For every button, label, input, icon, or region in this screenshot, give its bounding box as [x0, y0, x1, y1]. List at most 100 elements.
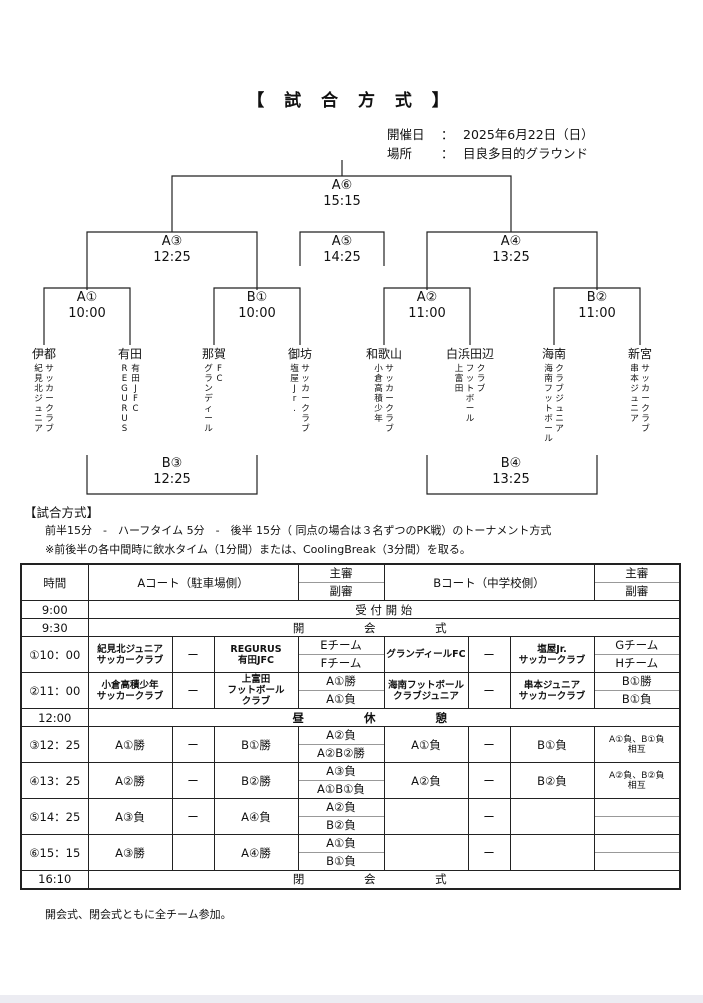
a-court-vs: ー: [171, 726, 215, 763]
match-time: ②11：00: [20, 672, 89, 709]
team-club-name: 紀見北ジュニアサッカークラブ: [24, 364, 64, 434]
b-court-vs: ー: [467, 636, 511, 673]
b-court-referees: A①負、B①負 相互: [593, 726, 681, 763]
team-name-column: クラブジュニア: [555, 364, 564, 434]
reception-text: 受 付 開 始: [87, 600, 681, 619]
header-row: 時間 Aコート（駐車場側） 主審副審 Bコート（中学校側） 主審副審: [20, 563, 681, 601]
assistant-referee: B②負: [326, 818, 356, 832]
team-name-column: 紀見北ジュニア: [34, 364, 43, 434]
b-court-referees: [593, 798, 681, 835]
b-court-vs: ー: [467, 726, 511, 763]
schedule-table: 時間 Aコート（駐車場側） 主審副審 Bコート（中学校側） 主審副審 9:00 …: [20, 563, 681, 890]
a-court-team-2: B①勝: [213, 726, 299, 763]
chief-referee: A③負: [299, 764, 383, 781]
match-time: ⑤14：25: [20, 798, 89, 835]
b-court-team-1: [383, 798, 469, 835]
b-court-team-2: [509, 834, 595, 871]
team-name-column: 串本ジュニア: [630, 364, 639, 424]
team-name-column: 海南フットボール: [544, 364, 553, 444]
a-court-vs: [171, 834, 215, 871]
bottom-bar: [0, 995, 703, 1003]
chief-referee: A②負: [299, 800, 383, 817]
chief-referee: A①勝: [299, 674, 383, 691]
date-value: 2025年6月22日（日）: [463, 127, 594, 142]
assistant-referee: B①負: [621, 692, 652, 706]
chief-referee: [595, 800, 679, 817]
b-court-referees: A②負、B②負 相互: [593, 762, 681, 799]
team-area-label: 新宮: [627, 347, 652, 361]
format-heading: 【試合方式】: [24, 505, 100, 520]
team-area-label: 白浜田辺: [445, 347, 494, 361]
team-name-column: フットボール: [465, 364, 475, 424]
b-court-team-1: [383, 834, 469, 871]
assistant-referee: Hチーム: [615, 656, 659, 670]
team-ito: 伊都紀見北ジュニアサッカークラブ: [24, 345, 64, 434]
team-name-column: 上富田: [454, 364, 464, 394]
opening-time: 9:30: [20, 618, 89, 637]
team-area-label: 海南: [541, 347, 566, 361]
team-shingu: 新宮串本ジュニアサッカークラブ: [620, 345, 660, 434]
assistant-referee: A②B②勝: [317, 746, 365, 760]
team-name-column: グランディール: [204, 364, 213, 434]
b-court-team-1: グランディールFC: [383, 636, 469, 673]
b-court-referees: [593, 834, 681, 871]
team-area-label: 和歌山: [365, 347, 402, 361]
b-court-vs: ー: [467, 672, 511, 709]
a-court-team-1: 紀見北ジュニア サッカークラブ: [87, 636, 173, 673]
a-court-team-1: A③勝: [87, 834, 173, 871]
closing-time: 16:10: [20, 870, 89, 889]
a-court-team-1: A①勝: [87, 726, 173, 763]
b-court-team-1: A①負: [383, 726, 469, 763]
chief-referee: A①負: [299, 836, 383, 853]
lunch-time: 12:00: [20, 708, 89, 727]
b-court-team-1: 海南フットボール クラブジュニア: [383, 672, 469, 709]
closing-row: 16:10 閉 会 式: [20, 870, 681, 889]
assistant-referee: A①B①負: [317, 782, 365, 796]
team-name-column: サッカークラブ: [641, 364, 650, 434]
header-time: 時間: [20, 563, 89, 601]
format-line-2: ※前後半の各中間時に飲水タイム（1分間）または、CoolingBreak（3分間…: [45, 543, 471, 556]
team-area-label: 御坊: [287, 347, 312, 361]
chief-referee: A②負: [299, 728, 383, 745]
match-time: ⑥15：15: [20, 834, 89, 871]
chief-referee: B①勝: [595, 674, 679, 691]
lunch-text: 昼 休 憩: [87, 708, 681, 727]
match-time: ①10：00: [20, 636, 89, 673]
a-court-team-2: A④負: [213, 798, 299, 835]
b-court-vs: ー: [467, 762, 511, 799]
team-club-name: 串本ジュニアサッカークラブ: [620, 364, 660, 434]
a-court-team-2: 上富田 フットボール クラブ: [213, 672, 299, 709]
team-name-column: サッカークラブ: [45, 364, 54, 434]
a-court-team-2: A④勝: [213, 834, 299, 871]
b-court-team-2: B②負: [509, 762, 595, 799]
chief-referee: Eチーム: [299, 638, 383, 655]
team-wakayama: 和歌山小倉高積少年サッカークラブ: [364, 345, 404, 434]
match-time: ④13：25: [20, 762, 89, 799]
header-b-refs: 主審副審: [593, 563, 681, 601]
chief-referee: [595, 836, 679, 853]
team-name-column: クラブ: [476, 364, 486, 394]
assistant-referee: Fチーム: [320, 656, 362, 670]
team-shirahama-tanabe: 白浜田辺上富田フットボールクラブ: [446, 345, 494, 424]
team-club-name: 海南フットボールクラブジュニア: [534, 364, 574, 444]
opening-row: 9:30 開 会 式: [20, 618, 681, 637]
date-label: 開催日: [387, 127, 425, 142]
